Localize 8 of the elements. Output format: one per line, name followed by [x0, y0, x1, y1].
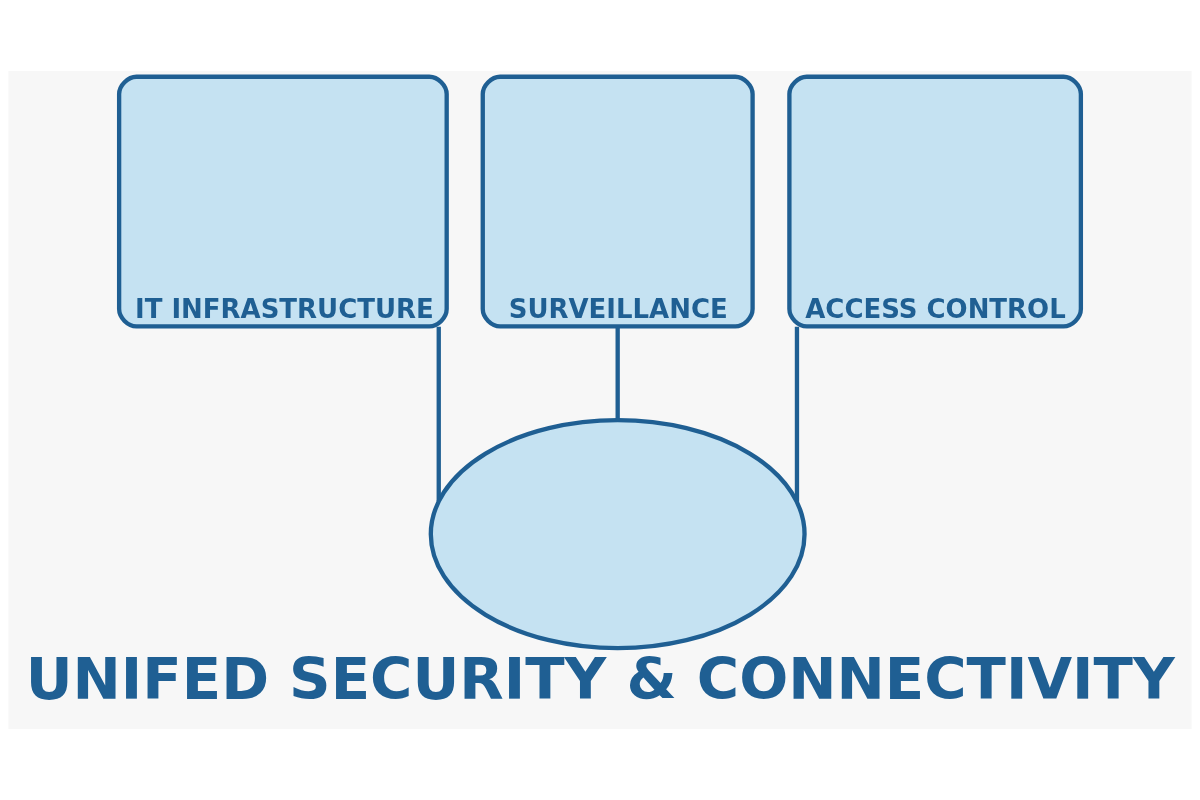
node-box: SURVEILLANCE [480, 74, 755, 329]
node-box: IT INFRASTRUCTURE [116, 74, 449, 329]
diagram-title: UNIFED SECURITY & CONNECTIVITY [25, 644, 1175, 713]
connector [615, 326, 620, 420]
connector [436, 326, 441, 501]
node-cloud [428, 418, 807, 651]
node-box: ACCESS CONTROL [787, 74, 1084, 329]
connector [794, 326, 800, 502]
